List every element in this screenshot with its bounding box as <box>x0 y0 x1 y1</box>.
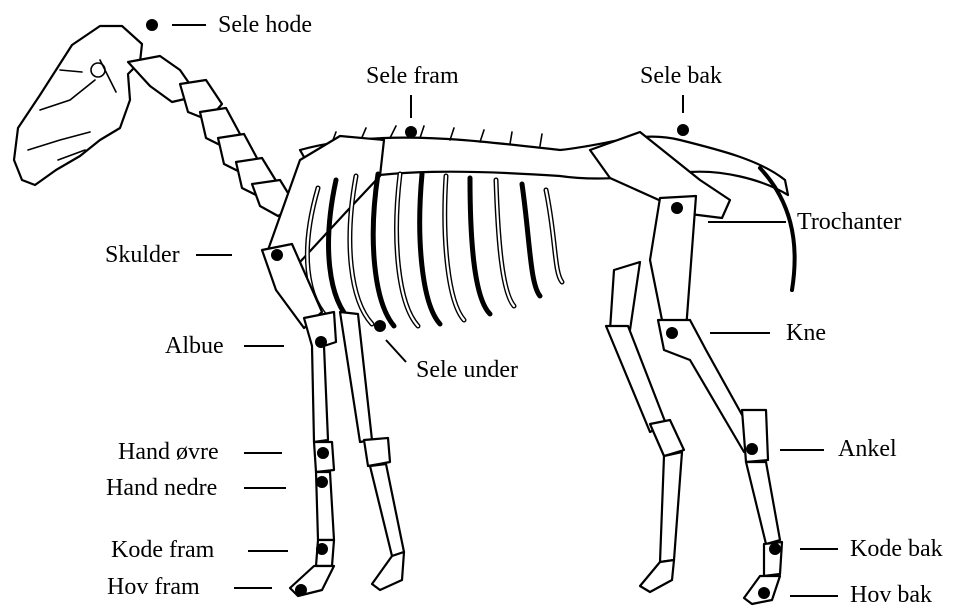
label-sele-under: Sele under <box>416 358 518 382</box>
label-skulder: Skulder <box>105 243 180 267</box>
marker-hov-fram <box>295 584 307 596</box>
marker-sele-under <box>374 320 386 332</box>
label-kne: Kne <box>786 321 826 345</box>
marker-kode-fram <box>316 543 328 555</box>
label-sele-bak: Sele bak <box>640 64 722 88</box>
marker-trochanter <box>671 202 683 214</box>
leader-sele-under <box>386 340 406 362</box>
marker-kne <box>666 327 678 339</box>
front-leg <box>262 244 336 596</box>
marker-hov-bak <box>758 587 770 599</box>
far-front-leg <box>340 312 404 590</box>
marker-kode-bak <box>769 543 781 555</box>
marker-hand-ovre <box>317 447 329 459</box>
label-sele-fram: Sele fram <box>366 64 459 88</box>
label-hov-bak: Hov bak <box>850 583 932 607</box>
marker-hand-nedre <box>316 476 328 488</box>
marker-sele-hode <box>146 19 158 31</box>
label-albue: Albue <box>165 334 224 358</box>
label-ankel: Ankel <box>838 437 897 461</box>
label-hand-nedre: Hand nedre <box>106 476 217 500</box>
label-trochanter: Trochanter <box>797 210 901 234</box>
marker-skulder <box>271 249 283 261</box>
marker-sele-fram <box>405 126 417 138</box>
cervical-vertebrae <box>128 56 296 216</box>
skull <box>14 26 142 185</box>
label-sele-hode: Sele hode <box>218 13 312 37</box>
label-hand-ovre: Hand øvre <box>118 440 219 464</box>
marker-ankel <box>746 443 758 455</box>
label-hov-fram: Hov fram <box>107 575 200 599</box>
marker-sele-bak <box>677 124 689 136</box>
scapula <box>268 136 384 262</box>
marker-albue <box>315 336 327 348</box>
label-kode-bak: Kode bak <box>850 537 943 561</box>
label-kode-fram: Kode fram <box>111 538 214 562</box>
